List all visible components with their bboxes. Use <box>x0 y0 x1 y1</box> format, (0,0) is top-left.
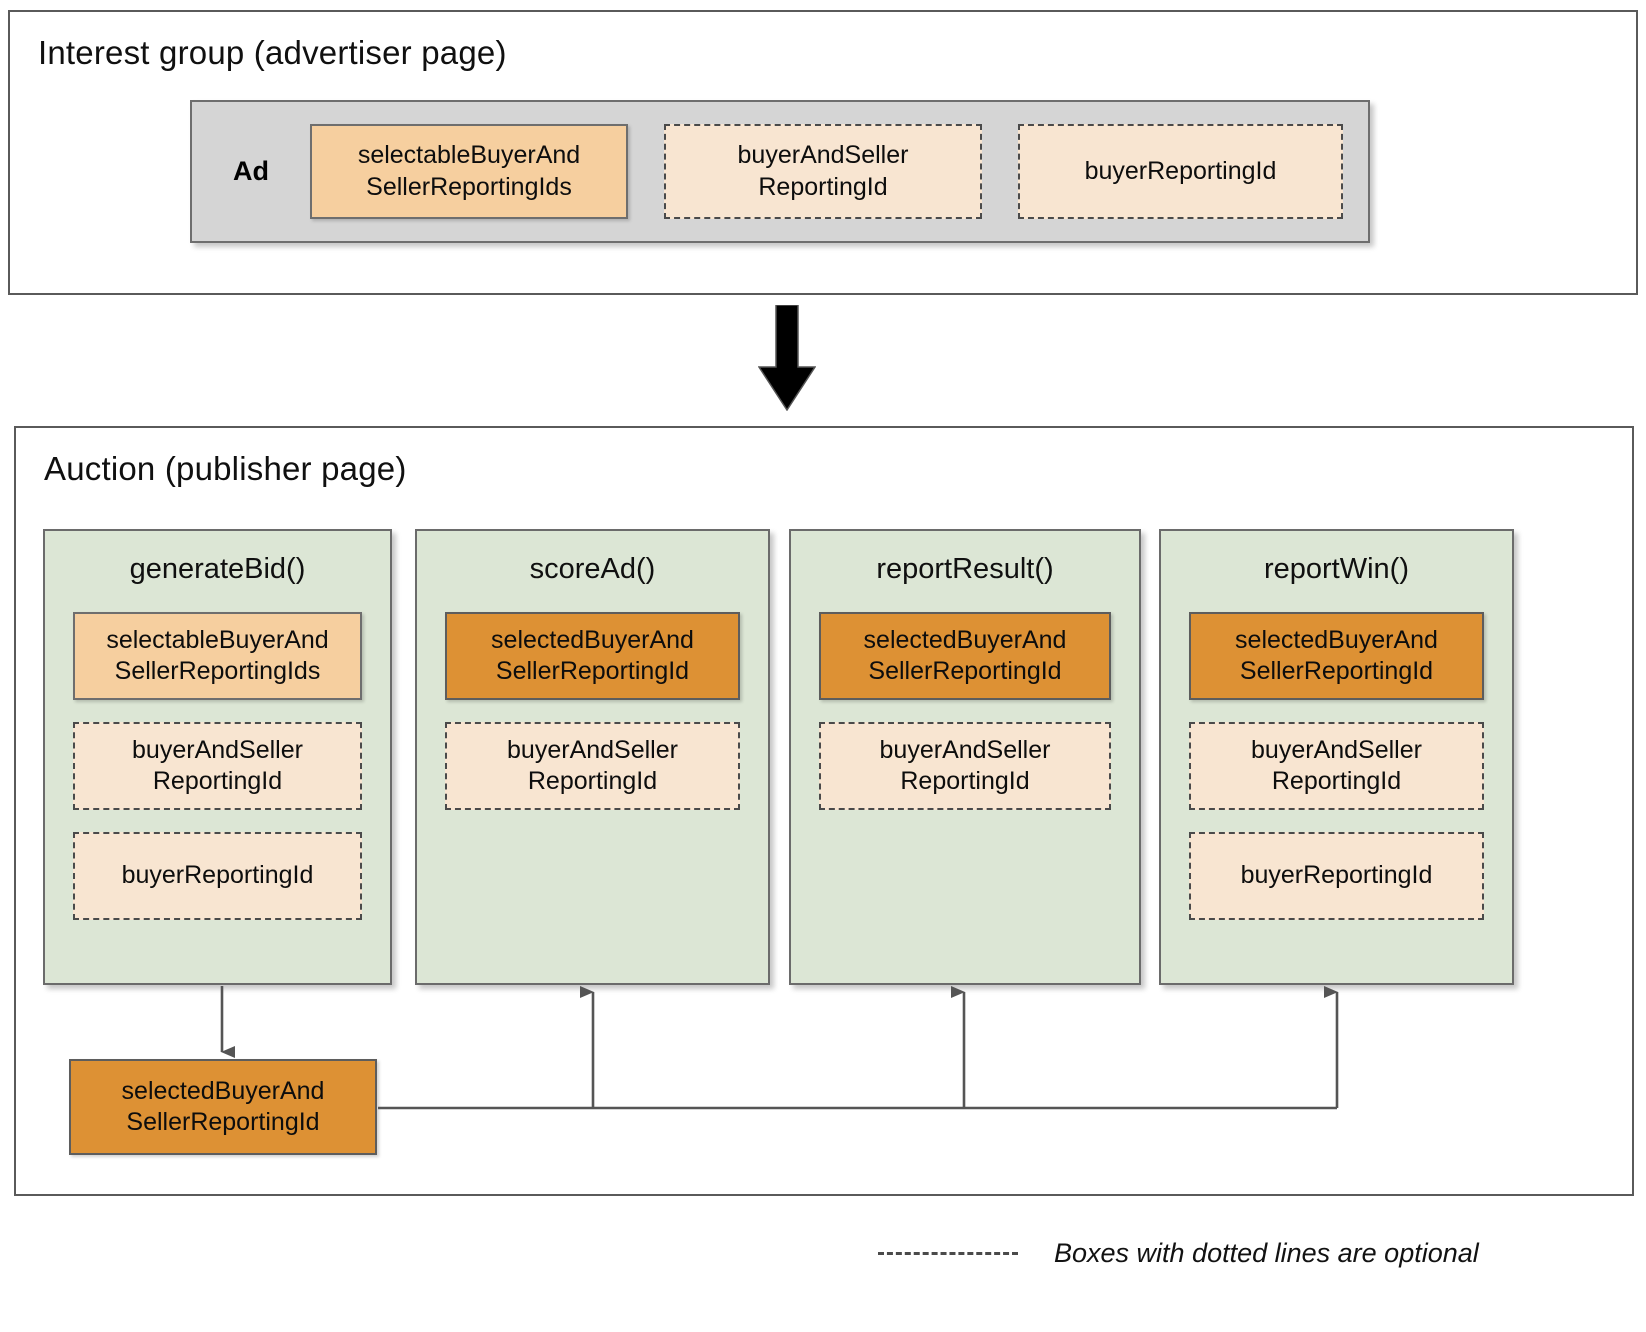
down-block-arrow-icon <box>758 305 816 411</box>
field-selected-buyer-and-seller-reporting-id: selectedBuyerAnd SellerReportingId <box>819 612 1111 700</box>
function-column-reportwin: reportWin() selectedBuyerAnd SellerRepor… <box>1159 529 1514 985</box>
field-buyer-reporting-id: buyerReportingId <box>1018 124 1343 219</box>
function-column-scoread: scoreAd() selectedBuyerAnd SellerReporti… <box>415 529 770 985</box>
field-buyer-and-seller-reporting-id: buyerAndSeller ReportingId <box>445 722 740 810</box>
dashed-line-icon <box>878 1251 1018 1255</box>
field-buyer-and-seller-reporting-id: buyerAndSeller ReportingId <box>1189 722 1484 810</box>
interest-group-title: Interest group (advertiser page) <box>38 34 507 71</box>
ad-label: Ad <box>233 156 269 186</box>
function-name-generatebid: generateBid() <box>129 553 306 585</box>
field-selected-buyer-and-seller-reporting-id: selectedBuyerAnd SellerReportingId <box>1189 612 1484 700</box>
field-buyer-reporting-id: buyerReportingId <box>73 832 362 920</box>
legend-text: Boxes with dotted lines are optional <box>1054 1237 1479 1268</box>
function-column-generatebid: generateBid() selectableBuyerAnd SellerR… <box>43 529 392 985</box>
field-selectable-buyer-and-seller-reporting-ids: selectableBuyerAnd SellerReportingIds <box>310 124 628 219</box>
function-column-reportresult: reportResult() selectedBuyerAnd SellerRe… <box>789 529 1141 985</box>
field-selected-buyer-and-seller-reporting-id: selectedBuyerAnd SellerReportingId <box>445 612 740 700</box>
field-selectable-buyer-and-seller-reporting-ids: selectableBuyerAnd SellerReportingIds <box>73 612 362 700</box>
legend: Boxes with dotted lines are optional <box>878 1233 1618 1273</box>
field-buyer-and-seller-reporting-id: buyerAndSeller ReportingId <box>664 124 982 219</box>
function-name-reportwin: reportWin() <box>1263 553 1409 585</box>
field-buyer-and-seller-reporting-id: buyerAndSeller ReportingId <box>73 722 362 810</box>
ad-container: Ad selectableBuyerAnd SellerReportingIds… <box>190 100 1370 243</box>
auction-title: Auction (publisher page) <box>44 450 407 487</box>
field-buyer-and-seller-reporting-id: buyerAndSeller ReportingId <box>819 722 1111 810</box>
field-buyer-reporting-id: buyerReportingId <box>1189 832 1484 920</box>
selected-buyer-and-seller-reporting-id-output: selectedBuyerAnd SellerReportingId <box>69 1059 377 1155</box>
function-name-scoread: scoreAd() <box>529 553 656 585</box>
function-name-reportresult: reportResult() <box>876 553 1054 585</box>
